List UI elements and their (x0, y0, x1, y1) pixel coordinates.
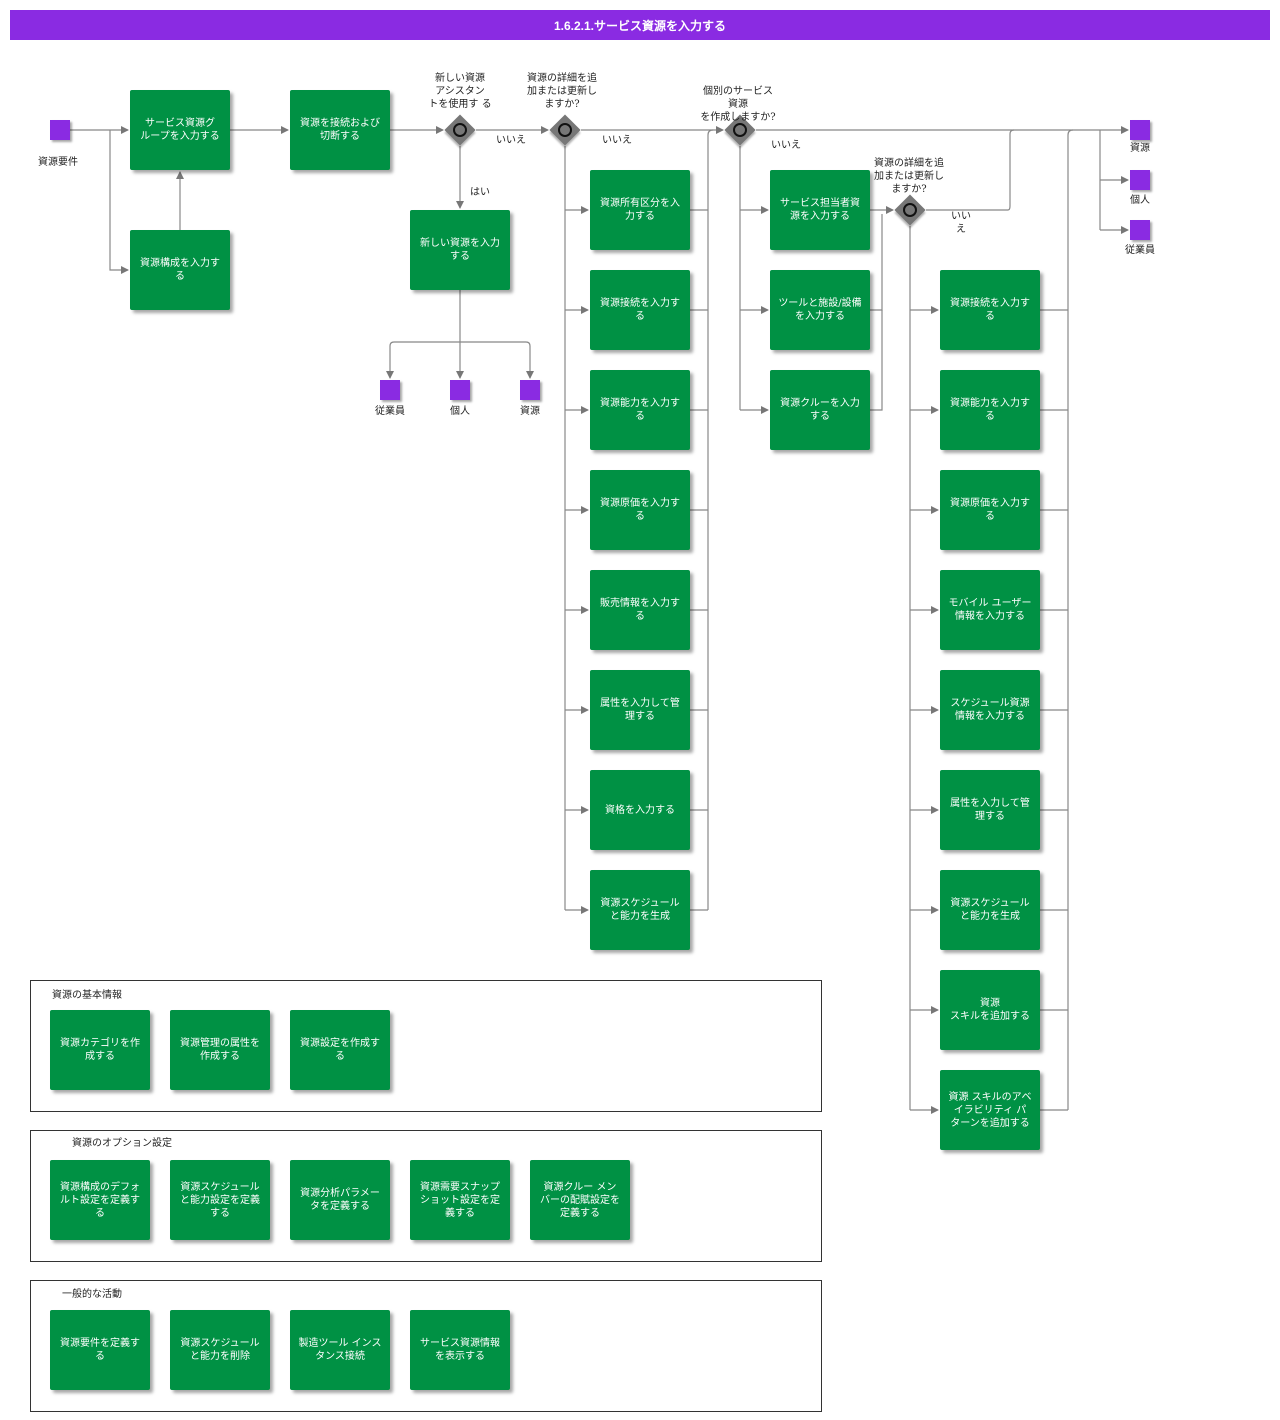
diagram-title: 1.6.2.1.サービス資源を入力する (10, 10, 1270, 40)
end-label-resource: 資源 (1130, 143, 1150, 154)
end-label-employee: 従業員 (1125, 245, 1155, 256)
activity-add-resource-skill[interactable]: 資源 スキルを追加する (940, 970, 1040, 1050)
activity-connect-disconnect-resource[interactable]: 資源を接続および 切断する (290, 90, 390, 170)
activity-enter-qualification[interactable]: 資格を入力する (590, 770, 690, 850)
gateway-1-question: 新しい資源 アシスタン トを使用す る (428, 73, 492, 110)
activity-enter-resource-crew[interactable]: 資源クルーを入力 する (770, 370, 870, 450)
activity-enter-resource-connection-2[interactable]: 資源接続を入力す る (940, 270, 1040, 350)
activity-enter-resource-configuration[interactable]: 資源構成を入力す る (130, 230, 230, 310)
activity-manufacturing-tool-instance-connection[interactable]: 製造ツール インス タンス接続 (290, 1310, 390, 1390)
output-label-resource: 資源 (520, 406, 540, 417)
group-title-basic-info: 資源の基本情報 (52, 990, 122, 1001)
gateway-2-question: 資源の詳細を追 加または更新し ますか? (527, 73, 597, 110)
group-general-activities (30, 1280, 822, 1412)
activity-define-schedule-capacity-settings[interactable]: 資源スケジュール と能力設定を定義 する (170, 1160, 270, 1240)
output-object-resource (520, 380, 540, 400)
activity-enter-resource-ownership[interactable]: 資源所有区分を入 力する (590, 170, 690, 250)
start-object-resource-requirement (50, 120, 70, 140)
group-resource-optional-settings (30, 1130, 822, 1262)
output-object-person (450, 380, 470, 400)
group-title-general-activities: 一般的な活動 (62, 1289, 122, 1300)
end-object-employee (1130, 220, 1150, 240)
activity-view-service-resource-info[interactable]: サービス資源情報 を表示する (410, 1310, 510, 1390)
gateway-1-no-label: いいえ (496, 135, 526, 146)
output-object-employee (380, 380, 400, 400)
activity-enter-resource-capability[interactable]: 資源能力を入力す る (590, 370, 690, 450)
output-label-employee: 従業員 (375, 406, 405, 417)
activity-create-resource-category[interactable]: 資源カテゴリを作 成する (50, 1010, 150, 1090)
activity-define-analysis-parameters[interactable]: 資源分析パラメー タを定義する (290, 1160, 390, 1240)
activity-create-resource-settings[interactable]: 資源設定を作成す る (290, 1010, 390, 1090)
activity-enter-service-person-resource[interactable]: サービス担当者資 源を入力する (770, 170, 870, 250)
output-label-person: 個人 (450, 406, 470, 417)
gateway-3-no-label: いいえ (771, 140, 801, 151)
activity-add-skill-availability-pattern[interactable]: 資源 スキルのアベ イラビリティ パ ターンを追加する (940, 1070, 1040, 1150)
activity-generate-schedule-capacity[interactable]: 資源スケジュール と能力を生成 (590, 870, 690, 950)
activity-define-resource-requirement[interactable]: 資源要件を定義す る (50, 1310, 150, 1390)
activity-enter-sales-info[interactable]: 販売情報を入力す る (590, 570, 690, 650)
gateway-1-yes-label: はい (470, 187, 490, 198)
gateway-2-no-label: いいえ (602, 135, 632, 146)
activity-enter-mobile-user-info[interactable]: モバイル ユーザー 情報を入力する (940, 570, 1040, 650)
end-object-resource (1130, 120, 1150, 140)
activity-create-resource-attributes[interactable]: 資源管理の属性を 作成する (170, 1010, 270, 1090)
end-object-person (1130, 170, 1150, 190)
gateway-ring-icon (900, 200, 920, 220)
gateway-4-question: 資源の詳細を追 加または更新し ますか? (874, 158, 944, 195)
activity-enter-resource-cost-2[interactable]: 資源原価を入力す る (940, 470, 1040, 550)
activity-enter-resource-cost[interactable]: 資源原価を入力す る (590, 470, 690, 550)
activity-generate-schedule-capacity-2[interactable]: 資源スケジュール と能力を生成 (940, 870, 1040, 950)
activity-manage-attributes[interactable]: 属性を入力して管 理する (590, 670, 690, 750)
group-resource-basic-info (30, 980, 822, 1112)
activity-enter-tools-facilities[interactable]: ツールと施設/設備 を入力する (770, 270, 870, 350)
start-object-label: 資源要件 (38, 157, 78, 168)
gateway-3-question: 個別のサービス 資源 を作成しますか? (700, 86, 776, 123)
activity-define-demand-snapshot-settings[interactable]: 資源需要スナップ ショット設定を定 義する (410, 1160, 510, 1240)
activity-enter-service-resource-group[interactable]: サービス資源グ ループを入力する (130, 90, 230, 170)
activity-enter-resource-capability-2[interactable]: 資源能力を入力す る (940, 370, 1040, 450)
activity-define-config-defaults[interactable]: 資源構成のデフォ ルト設定を定義す る (50, 1160, 150, 1240)
activity-enter-resource-connection[interactable]: 資源接続を入力す る (590, 270, 690, 350)
gateway-ring-icon (555, 120, 575, 140)
gateway-4-no-label: いい え (951, 211, 971, 235)
activity-manage-attributes-2[interactable]: 属性を入力して管 理する (940, 770, 1040, 850)
group-title-optional-settings: 資源のオプション設定 (72, 1138, 172, 1149)
gateway-ring-icon (450, 120, 470, 140)
activity-delete-schedule-capacity[interactable]: 資源スケジュール と能力を削除 (170, 1310, 270, 1390)
activity-define-crew-member-allocation[interactable]: 資源クルー メン バーの配賦設定を 定義する (530, 1160, 630, 1240)
end-label-person: 個人 (1130, 195, 1150, 206)
activity-enter-new-resource[interactable]: 新しい資源を入力 する (410, 210, 510, 290)
activity-enter-schedule-resource-info[interactable]: スケジュール資源 情報を入力する (940, 670, 1040, 750)
